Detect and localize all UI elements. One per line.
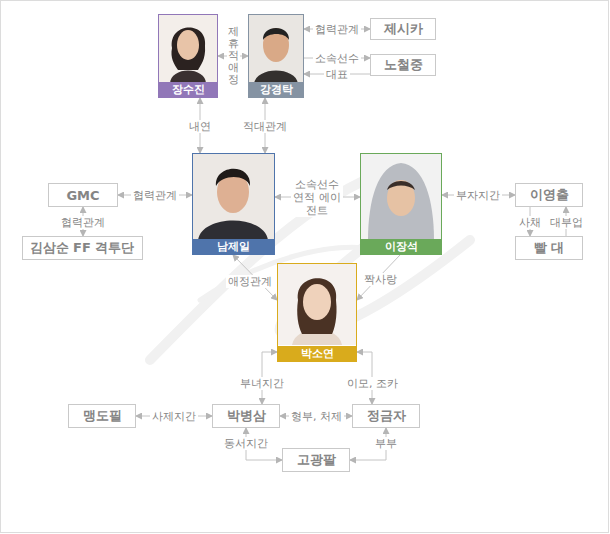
relation-label: 부녀지간 — [238, 377, 286, 390]
box-label: GMC — [66, 188, 99, 203]
relation-label: 협력관계 — [59, 216, 107, 229]
relation-label: 협력관계 — [313, 23, 361, 36]
relation-box: 이영출 — [515, 183, 583, 207]
relation-label: 부자지간 — [454, 189, 502, 202]
portrait-photo — [192, 153, 275, 240]
relation-line — [357, 255, 400, 300]
character-card: 박소연 — [277, 263, 357, 362]
relation-label: 형부, 처제 — [289, 410, 344, 423]
relation-box: 정금자 — [352, 404, 420, 428]
name-bar: 강경탁 — [249, 82, 303, 97]
relation-label: 짝사랑 — [362, 273, 399, 286]
portrait-photo — [277, 263, 357, 345]
box-label: 제시카 — [384, 20, 423, 38]
name-bar: 이장석 — [361, 239, 441, 254]
box-label: 노철중 — [384, 56, 423, 74]
relation-label: 사제지간 — [150, 410, 198, 423]
relation-label: 내연 — [187, 120, 213, 133]
relation-label: 사채 — [517, 216, 543, 229]
relation-box: 제시카 — [370, 18, 436, 40]
character-card: 남제일 — [192, 153, 275, 255]
box-label: 고광팔 — [297, 451, 336, 469]
box-label: 김삼순 FF 격투단 — [30, 239, 135, 257]
character-card: 강경탁 — [248, 14, 304, 98]
relation-box: 고광팔 — [282, 448, 350, 472]
portrait-photo — [248, 14, 304, 84]
box-label: 이영출 — [530, 186, 569, 204]
relation-box: 김삼순 FF 격투단 — [22, 236, 143, 260]
relation-label: 소속선수 연적 에이전트 — [291, 178, 343, 217]
relation-label: 협력관계 — [131, 189, 179, 202]
relation-label: 애정관계 — [226, 275, 274, 288]
portrait-photo — [158, 14, 218, 84]
relation-box: GMC — [48, 183, 118, 207]
relation-label: 이모, 조카 — [345, 377, 400, 390]
relation-label: 소속선수 — [313, 52, 361, 65]
box-label: 빨 대 — [534, 239, 565, 257]
relation-box: 맹도필 — [68, 404, 136, 428]
name-bar: 장수진 — [159, 82, 217, 97]
relation-label: 대부업 — [548, 216, 585, 229]
relation-label: 부부 — [373, 437, 399, 450]
box-label: 정금자 — [367, 407, 406, 425]
relation-box: 노철중 — [370, 54, 436, 76]
relation-box: 박병삼 — [212, 404, 280, 428]
name-bar: 남제일 — [193, 239, 274, 254]
relation-label: 동서지간 — [222, 437, 270, 450]
relation-label: 제휴적 애정 — [227, 24, 240, 88]
name-bar: 박소연 — [278, 346, 356, 361]
box-label: 맹도필 — [83, 407, 122, 425]
box-label: 박병삼 — [227, 407, 266, 425]
character-card: 이장석 — [360, 153, 442, 255]
relation-label: 적대관계 — [241, 120, 289, 133]
portrait-photo — [360, 153, 442, 240]
relation-box: 빨 대 — [515, 236, 583, 260]
character-card: 장수진 — [158, 14, 218, 98]
relation-label: 대표 — [324, 68, 350, 81]
